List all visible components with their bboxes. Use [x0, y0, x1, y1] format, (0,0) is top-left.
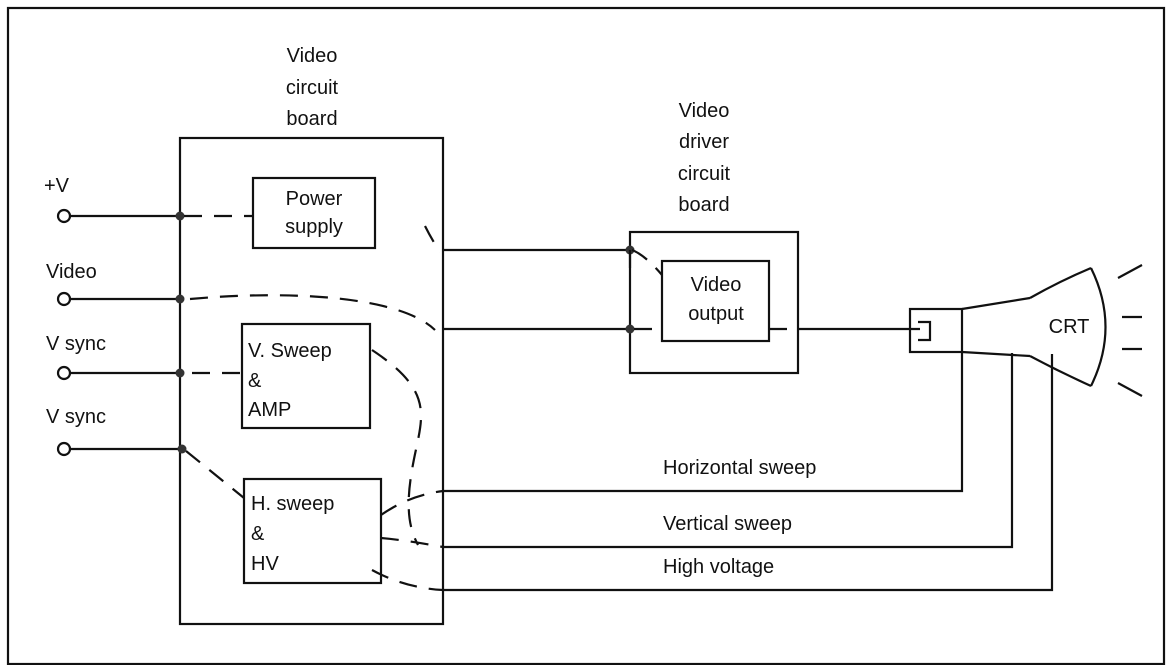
crt-ray-1	[1117, 264, 1143, 279]
v-sweep-amp-label-line3: AMP	[248, 399, 291, 421]
input-v-sync-2-junction-dot	[177, 444, 187, 454]
video-circuit-board-label-line3: board	[286, 108, 337, 130]
input-v-sync-1-junction-dot	[175, 368, 185, 378]
crt-tube: CRT	[908, 266, 1107, 388]
high-voltage-line: High voltage	[443, 354, 1054, 592]
video-driver-board-label-line1: Video	[679, 100, 730, 122]
video-output-label-line2: output	[688, 303, 744, 325]
v-sweep-to-h-sweep-link	[371, 349, 423, 546]
video-circuit-board-label-line1: Video	[287, 45, 338, 67]
h-sweep-hv-block: H. sweep & HV	[242, 477, 383, 585]
video-driver-board-label-line2: driver	[679, 131, 729, 153]
power-supply-box	[251, 176, 377, 250]
h-sweep-hv-label-line1: H. sweep	[251, 493, 334, 515]
crt-bell-top	[1029, 266, 1092, 299]
h-sweep-hv-label-line2: &	[251, 523, 265, 545]
input-video-terminal	[56, 291, 72, 307]
crt-ray-4	[1117, 382, 1143, 397]
high-voltage-wire	[443, 354, 1054, 592]
input-video-junction-dot	[175, 294, 185, 304]
video-driver-board-label-line3: circuit	[678, 163, 731, 185]
video-feed-junction-dot	[625, 324, 635, 334]
crt-neck	[908, 307, 964, 354]
h-sweep-hv-label-line3: HV	[251, 553, 279, 575]
video-circuit-board-outline	[178, 136, 445, 626]
v-sweep-amp-label-line2: &	[248, 370, 262, 392]
input-v-sync-2: V sync	[46, 406, 245, 499]
crt-gun-connector	[918, 320, 932, 342]
video-driver-circuit-board: Video driver circuit board	[628, 100, 800, 375]
v-sweep-amp-label-line1: V. Sweep	[248, 340, 332, 362]
crt-screen-face	[1090, 267, 1107, 387]
video-circuit-board: Video circuit board	[178, 45, 445, 626]
vertical-sweep-label: Vertical sweep	[663, 513, 792, 535]
v-sweep-amp-box	[240, 322, 372, 430]
input-plus-v-junction-dot	[175, 211, 185, 221]
crt-emission-rays	[1117, 264, 1143, 397]
vertical-sweep-wire	[443, 353, 1014, 549]
power-supply-block: Power supply	[251, 176, 377, 250]
input-v-sync-1: V sync	[46, 333, 242, 381]
power-supply-to-edge-link	[424, 225, 441, 253]
video-output-label-line1: Video	[691, 274, 742, 296]
video-circuit-board-label-line2: circuit	[286, 77, 339, 99]
horizontal-sweep-wire	[443, 352, 964, 493]
power-supply-label-line1: Power	[286, 188, 343, 210]
input-video-internal-link	[189, 294, 436, 331]
driver-power-internal-link	[628, 248, 663, 276]
input-plus-v-label: +V	[44, 175, 70, 197]
power-supply-label-line2: supply	[285, 216, 343, 238]
v-sweep-amp-block: V. Sweep & AMP	[240, 322, 372, 430]
h-sweep-to-horizontal-link	[380, 489, 444, 516]
input-v-sync-1-label: V sync	[46, 333, 106, 355]
input-plus-v: +V	[44, 175, 253, 224]
input-v-sync-1-terminal	[56, 365, 72, 381]
horizontal-sweep-label: Horizontal sweep	[663, 457, 816, 479]
input-video: Video	[46, 261, 436, 331]
video-driver-board-label-line4: board	[678, 194, 729, 216]
horizontal-sweep-line: Horizontal sweep	[443, 352, 964, 493]
h-sweep-to-vertical-link	[380, 536, 444, 549]
input-v-sync-2-terminal	[56, 441, 72, 457]
input-v-sync-2-label: V sync	[46, 406, 106, 428]
diagram-frame	[6, 6, 1166, 665]
h-sweep-hv-box	[242, 477, 383, 585]
crt-funnel-top	[961, 296, 1031, 311]
h-sweep-to-high-voltage-link	[371, 569, 444, 592]
crt-label: CRT	[1049, 316, 1090, 338]
video-driver-board-outline	[628, 230, 800, 375]
input-video-label: Video	[46, 261, 97, 283]
input-plus-v-terminal	[56, 208, 72, 224]
video-output-block: Video output	[660, 259, 771, 343]
high-voltage-label: High voltage	[663, 556, 774, 578]
vertical-sweep-line: Vertical sweep	[443, 353, 1014, 549]
video-output-box	[660, 259, 771, 343]
crt-funnel-bottom	[961, 350, 1031, 358]
input-v-sync-2-internal-link	[185, 450, 245, 499]
crt-bell-bottom	[1029, 355, 1092, 388]
